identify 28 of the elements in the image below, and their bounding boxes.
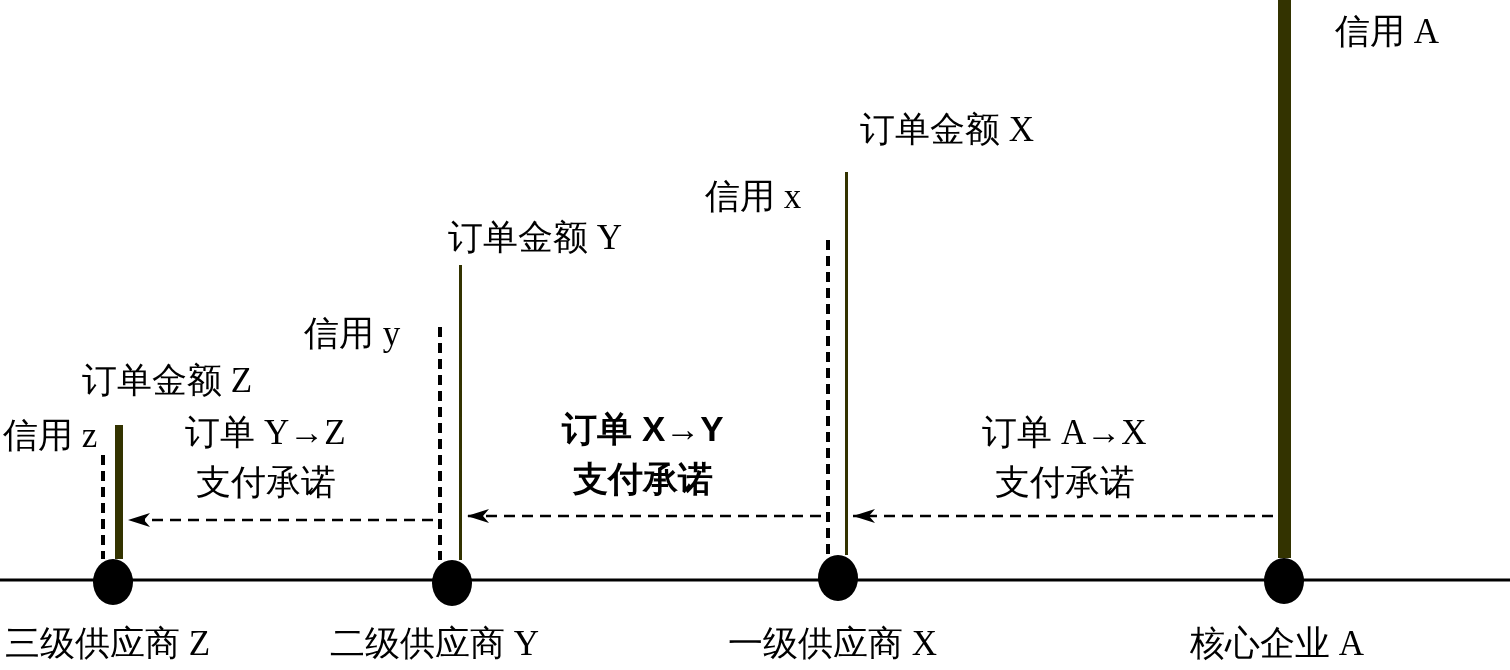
dashed-arrow — [853, 509, 1273, 523]
node-dot — [1264, 558, 1304, 604]
order-amount-bar — [115, 425, 123, 559]
dashed-arrow — [467, 509, 821, 523]
credit-bar — [826, 240, 830, 555]
bar-label: 订单金额 Y — [448, 218, 623, 258]
node-dot — [432, 560, 472, 606]
credit-bar — [1278, 0, 1291, 558]
node-label: 二级供应商 Y — [330, 624, 540, 664]
edge-label: 订单 X→Y 支付承诺 — [561, 408, 725, 500]
bar-label: 订单金额 X — [860, 110, 1035, 150]
bar-label: 信用 y — [304, 314, 401, 354]
bar-label: 信用 x — [705, 177, 802, 217]
edge-label: 订单 Y→Z 支付承诺 — [184, 412, 347, 504]
bar-label: 信用 A — [1335, 12, 1440, 52]
edge-label: 订单 A→X 支付承诺 — [981, 412, 1148, 504]
credit-bar — [438, 327, 442, 560]
order-amount-bar — [459, 265, 462, 560]
credit-bar — [101, 455, 105, 559]
order-amount-bar — [845, 172, 848, 555]
node-dot — [818, 555, 858, 601]
bar-label: 信用 z — [3, 416, 98, 456]
bar-label: 订单金额 Z — [82, 361, 253, 401]
dashed-arrow — [128, 513, 433, 527]
node-dot — [93, 559, 133, 605]
node-label: 一级供应商 X — [728, 624, 938, 664]
node-label: 三级供应商 Z — [5, 624, 211, 664]
node-label: 核心企业 A — [1190, 624, 1365, 664]
